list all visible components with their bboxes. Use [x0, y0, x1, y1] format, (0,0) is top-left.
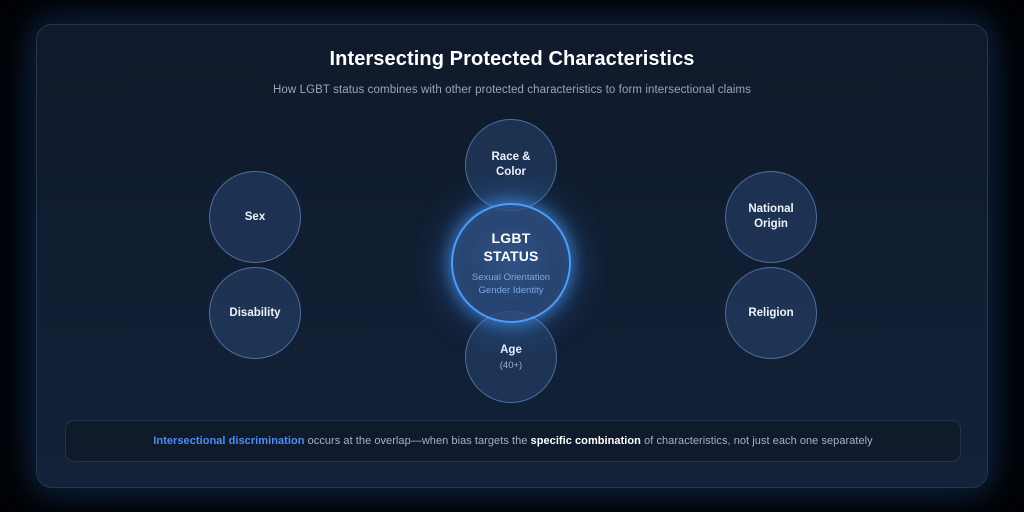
note-middle-text: occurs at the overlap—when bias targets … — [304, 435, 531, 447]
circle-sublabel: (40+) — [499, 359, 523, 371]
note-tail-text: of characteristics, not just each one se… — [640, 435, 873, 447]
circle-label-line1: Sex — [244, 210, 266, 223]
intersectional-note-box: Intersectional discrimination occurs at … — [65, 420, 961, 462]
page-title: Intersecting Protected Characteristics — [329, 48, 695, 70]
venn-diagram: Race & Color Age (40+) Sex Disability Na… — [37, 25, 987, 487]
circle-label-line1: National — [748, 203, 794, 215]
characteristic-circle-national-origin[interactable]: National Origin — [725, 171, 817, 263]
circle-label-line1: Age — [500, 343, 522, 356]
center-circle-lgbt-status[interactable]: LGBT STATUS Sexual Orientation Gender Id… — [451, 203, 571, 323]
card-header: Intersecting Protected Characteristics H… — [37, 48, 987, 96]
characteristic-circle-race[interactable]: Race & Color — [465, 119, 557, 211]
intersectional-note-text: Intersectional discrimination occurs at … — [153, 435, 872, 447]
note-strong-term: specific combination — [530, 435, 641, 447]
center-label-line2: STATUS — [483, 248, 539, 264]
characteristic-circle-disability[interactable]: Disability — [209, 267, 301, 359]
characteristic-circle-age[interactable]: Age (40+) — [465, 311, 557, 403]
characteristic-circle-religion[interactable]: Religion — [725, 267, 817, 359]
page-subtitle: How LGBT status combines with other prot… — [272, 84, 752, 96]
diagram-card: Intersecting Protected Characteristics H… — [36, 24, 988, 488]
center-sublabel-line2: Gender Identity — [478, 285, 544, 296]
circle-label-line1: Religion — [748, 306, 794, 319]
circle-label-line1: Race & — [491, 151, 531, 163]
note-accent-term: Intersectional discrimination — [153, 435, 305, 447]
center-label-line1: LGBT — [491, 230, 531, 246]
characteristic-circle-sex[interactable]: Sex — [209, 171, 301, 263]
center-sublabel-line1: Sexual Orientation — [471, 272, 551, 283]
circle-label-line2: Color — [495, 166, 527, 178]
circle-label-line2: Origin — [754, 218, 788, 230]
circle-label-line1: Disability — [229, 306, 281, 319]
